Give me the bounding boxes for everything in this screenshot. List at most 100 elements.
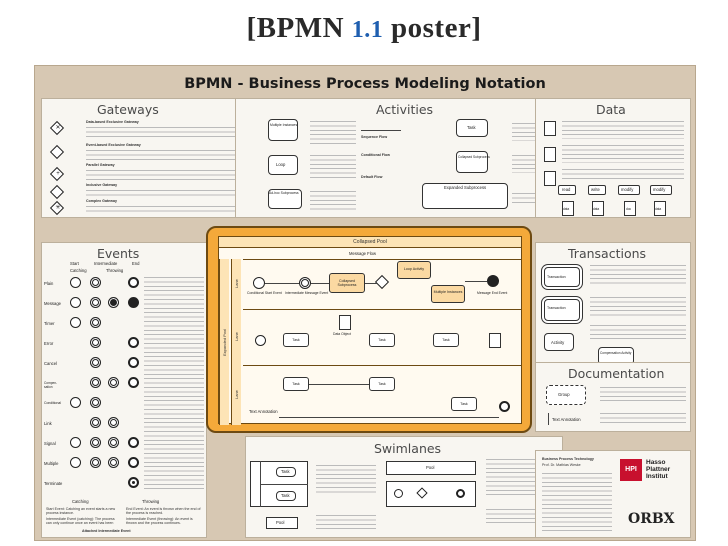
- gateway-text-2: Event-based Exclusive Gateway: [86, 143, 141, 147]
- swimlanes-panel: Swimlanes Task Task Pool Pool: [245, 436, 563, 538]
- sequence-flow-arrow: [361, 130, 401, 131]
- swimlane-task-label-1: Task: [281, 469, 290, 474]
- conditional-intermediate-icon: [90, 397, 101, 408]
- documentation-panel: Documentation Group Text Annotation: [535, 362, 691, 432]
- data-desc-3: [562, 167, 684, 181]
- data-doc-1: [562, 201, 574, 216]
- transactions-panel-title: Transactions: [568, 246, 647, 261]
- events-desc-column: [144, 275, 204, 491]
- task-box: [456, 119, 488, 137]
- hpi-logo-text: Hasso Plattner Institut: [646, 459, 671, 480]
- swimlanes-desc-1: [316, 463, 376, 493]
- collapsed-pool-example: Collapsed Pool Message Flow Expanded Poo…: [206, 226, 532, 433]
- activity-desc-1: [310, 119, 356, 145]
- pool-task-5: Task: [369, 377, 395, 391]
- gateway-text-1: Data-based Exclusive Gateway: [86, 120, 139, 124]
- data-write-label: write: [591, 187, 600, 192]
- event-row-multiple: Multiple: [44, 461, 59, 466]
- collapsed-pool-title: Collapsed Pool: [219, 237, 521, 248]
- activities-panel: Activities Multiple Instances Loop Ad-ho…: [235, 98, 575, 218]
- credits-heading: Business Process Technology: [542, 457, 594, 461]
- activities-panel-title: Activities: [376, 102, 434, 117]
- complex-gateway-star-icon: ✳: [55, 205, 61, 211]
- link-intermediate-icon: [90, 417, 101, 428]
- swimlane-task-1: [276, 467, 296, 477]
- pool-task-3: Task: [433, 333, 459, 347]
- data-object-pool-2: [489, 333, 501, 348]
- sequence-flow-note: Sequence Flow: [361, 135, 388, 139]
- activity-desc-2: [310, 153, 356, 179]
- transaction-label-1: Transaction: [547, 275, 566, 279]
- lane-1: [243, 259, 522, 309]
- lane-2: [243, 309, 522, 365]
- error-end-icon: [128, 337, 139, 348]
- group-label: Group: [558, 392, 570, 397]
- message-flow-pool-1: [386, 461, 476, 475]
- activity-box: [544, 333, 574, 351]
- error-intermediate-icon: [90, 337, 101, 348]
- credits-lines: [542, 471, 612, 533]
- events-col-intermediate: Intermediate: [94, 261, 118, 266]
- data-object-pool: [339, 315, 351, 330]
- gateway-desc-5: [86, 204, 292, 213]
- transactions-desc-1: [590, 263, 686, 287]
- data-desc-2: [562, 143, 684, 163]
- documentation-panel-title: Documentation: [568, 366, 665, 381]
- transaction-box-2: [544, 299, 580, 321]
- data-object-icon-1: [544, 121, 556, 136]
- data-doc-label-2: data: [593, 207, 600, 211]
- message-intermediate-icon: [90, 297, 101, 308]
- credits-panel: Business Process Technology Prof. Dr. Ma…: [535, 450, 691, 538]
- flow-line-2: [311, 283, 329, 284]
- activity-box-label: Activity: [551, 340, 565, 345]
- collapsed-subprocess-task: Collapsed Subprocess: [329, 273, 365, 293]
- text-annotation-bracket: [548, 413, 549, 425]
- data-object-pool-label: Data Object: [333, 332, 351, 336]
- slide-title-suffix: poster]: [383, 12, 482, 44]
- swimlanes-desc-2: [316, 513, 376, 529]
- credits-name: Prof. Dr. Mathias Weske: [542, 463, 581, 467]
- loop-label: Loop: [276, 162, 286, 167]
- compensation-activity-label: Compensation Activity: [600, 351, 632, 355]
- events-col-end: End: [132, 261, 140, 266]
- swimlane-task-2: [276, 491, 296, 501]
- pool-task-2: Task: [369, 333, 395, 347]
- data-modify-label-2: modify: [653, 187, 666, 192]
- transaction-label-2: Transaction: [547, 306, 566, 310]
- flow-line-4: [465, 281, 487, 282]
- multiple-instances-task: [268, 119, 298, 141]
- multiple-throw-icon: [108, 457, 119, 468]
- intermediate-catch-note: Intermediate Event (catching): The proce…: [46, 517, 115, 526]
- message-end-event: [487, 275, 499, 287]
- swimlane-pool-header: [260, 461, 261, 507]
- gateway-text-5: Complex Gateway: [86, 199, 117, 203]
- intermediate-message-label: Intermediate Message Event: [285, 291, 329, 295]
- event-row-plain: Plain: [44, 281, 54, 286]
- end-event-pool: [499, 401, 510, 412]
- data-read-box: [558, 185, 576, 195]
- swimlane-start-event: [394, 489, 403, 498]
- orbx-logo: ORBX: [628, 511, 675, 527]
- multiple-intermediate-icon: [90, 457, 101, 468]
- events-panel: Events Start Intermediate End Catching T…: [41, 242, 207, 538]
- lane-label-3: Lane: [231, 365, 241, 425]
- loop-task: [268, 155, 298, 175]
- message-start-icon: [70, 297, 81, 308]
- collapsed-subprocess-box: [456, 151, 488, 173]
- data-doc-3: [624, 201, 636, 216]
- events-footer-throwing: Throwing: [142, 499, 160, 504]
- flow-line-6: [279, 417, 499, 418]
- transaction-box-1: [544, 267, 580, 287]
- documentation-desc-1: [600, 385, 686, 403]
- expanded-subprocess-label: Expanded Subprocess: [444, 185, 487, 190]
- conditional-start-label: Conditional Start Event: [247, 291, 282, 295]
- task-label: Task: [467, 125, 476, 130]
- pool-task-6: Task: [451, 397, 477, 411]
- adhoc-subprocess-label: Ad-hoc Subprocess: [269, 191, 299, 195]
- data-modify-box-2: [650, 185, 672, 195]
- events-subcol-throwing: Throwing: [106, 268, 124, 273]
- end-event-icon: [128, 277, 139, 288]
- data-doc-label-4: data: [655, 207, 662, 211]
- transactions-desc-2: [590, 295, 686, 317]
- data-doc-2: [592, 201, 604, 216]
